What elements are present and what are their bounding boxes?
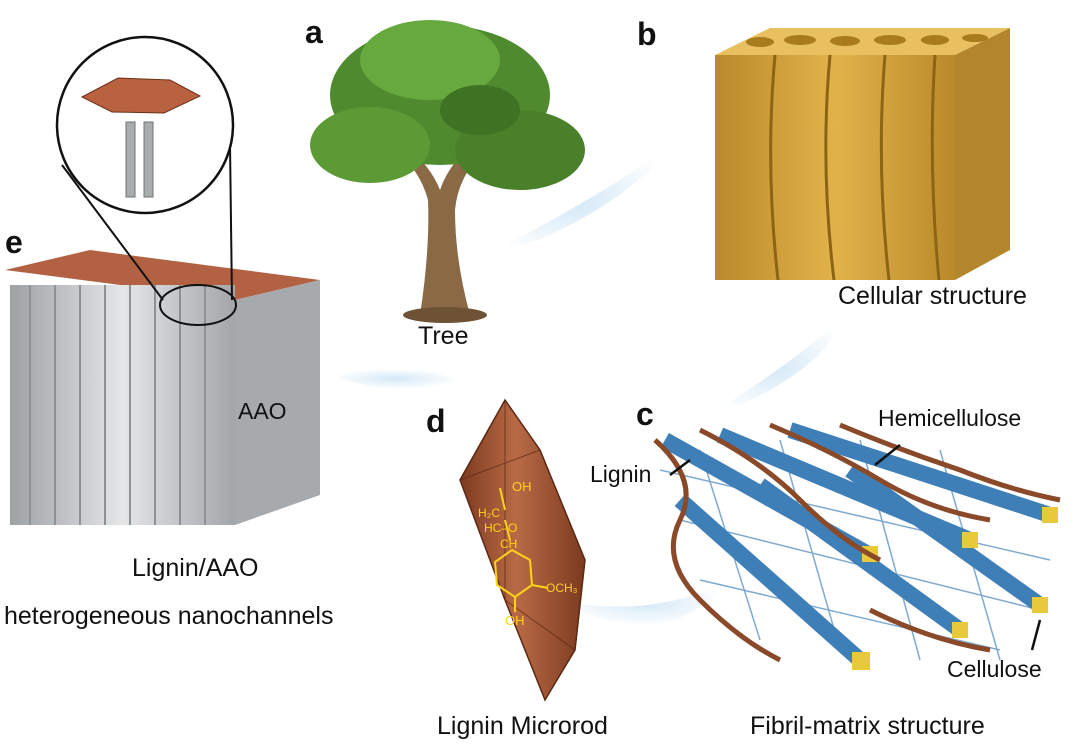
label-hemicellulose: Hemicellulose bbox=[878, 405, 1022, 431]
panel-label-d: d bbox=[426, 403, 446, 439]
panel-label-c: c bbox=[636, 396, 654, 432]
formula-oh-top: OH bbox=[512, 479, 532, 494]
label-aao: AAO bbox=[238, 398, 287, 424]
glow-cellular-to-fibril bbox=[700, 310, 850, 420]
lignin-microrod bbox=[459, 398, 586, 702]
caption-cellular-structure: Cellular structure bbox=[838, 282, 1027, 310]
aao-membrane bbox=[5, 35, 320, 525]
cellulose-fibrils bbox=[661, 422, 1053, 666]
cellular-front-face bbox=[715, 55, 955, 280]
tree-canopy-shade bbox=[440, 85, 520, 135]
glow-fibril-to-microrod bbox=[560, 580, 730, 626]
cellular-side-face bbox=[955, 28, 1010, 280]
lignin-top-layer bbox=[5, 250, 320, 300]
hemicellulose-arrow bbox=[874, 444, 901, 466]
caption-fibril-matrix: Fibril-matrix structure bbox=[750, 712, 985, 740]
formula-ch: CH bbox=[500, 537, 518, 551]
lignin-formula-bonds bbox=[493, 487, 549, 612]
caption-lignin-microrod: Lignin Microrod bbox=[437, 712, 608, 740]
glow-microrod-to-aao bbox=[330, 368, 460, 389]
caption-lignin-aao: Lignin/AAO bbox=[132, 554, 259, 582]
panel-label-e: e bbox=[5, 224, 23, 260]
caption-heterogeneous-nanochannels: heterogeneous nanochannels bbox=[4, 602, 334, 630]
inset-pillar-right bbox=[143, 121, 154, 198]
magnify-spot bbox=[159, 284, 237, 326]
microrod-body bbox=[459, 398, 586, 702]
tree-canopy-top bbox=[360, 20, 500, 100]
caption-tree: Tree bbox=[418, 322, 469, 350]
tree-roots bbox=[403, 307, 487, 323]
label-lignin: Lignin bbox=[590, 461, 652, 487]
connector-glows bbox=[330, 140, 850, 626]
lignin-strands bbox=[653, 422, 1061, 663]
tree-canopy-left bbox=[310, 107, 430, 183]
tree-trunk bbox=[395, 140, 487, 315]
formula-och3: OCH₃ bbox=[546, 581, 578, 595]
lignin-arrow bbox=[669, 459, 691, 476]
microrod-facets bbox=[459, 400, 586, 651]
tree-illustration bbox=[310, 20, 585, 323]
label-cellulose: Cellulose bbox=[947, 656, 1042, 682]
panel-label-a: a bbox=[305, 14, 323, 50]
formula-oh-bottom: OH bbox=[505, 613, 525, 628]
inset-lignin-cap bbox=[80, 77, 202, 114]
zoom-line-left bbox=[61, 164, 164, 301]
panel-label-b: b bbox=[637, 16, 657, 52]
cellulose-arrow bbox=[1030, 619, 1042, 651]
inset-pillar-left bbox=[125, 121, 136, 198]
formula-hc-o: HC–O bbox=[484, 521, 518, 535]
cellular-structure-block bbox=[715, 28, 1010, 281]
fibril-matrix-structure bbox=[653, 422, 1061, 670]
cellular-cell-walls bbox=[769, 54, 941, 281]
formula-h2c: H₂C bbox=[478, 506, 500, 520]
cellular-pores bbox=[746, 34, 988, 47]
zoom-line-right bbox=[229, 144, 233, 301]
cellular-top-face bbox=[715, 28, 1010, 55]
